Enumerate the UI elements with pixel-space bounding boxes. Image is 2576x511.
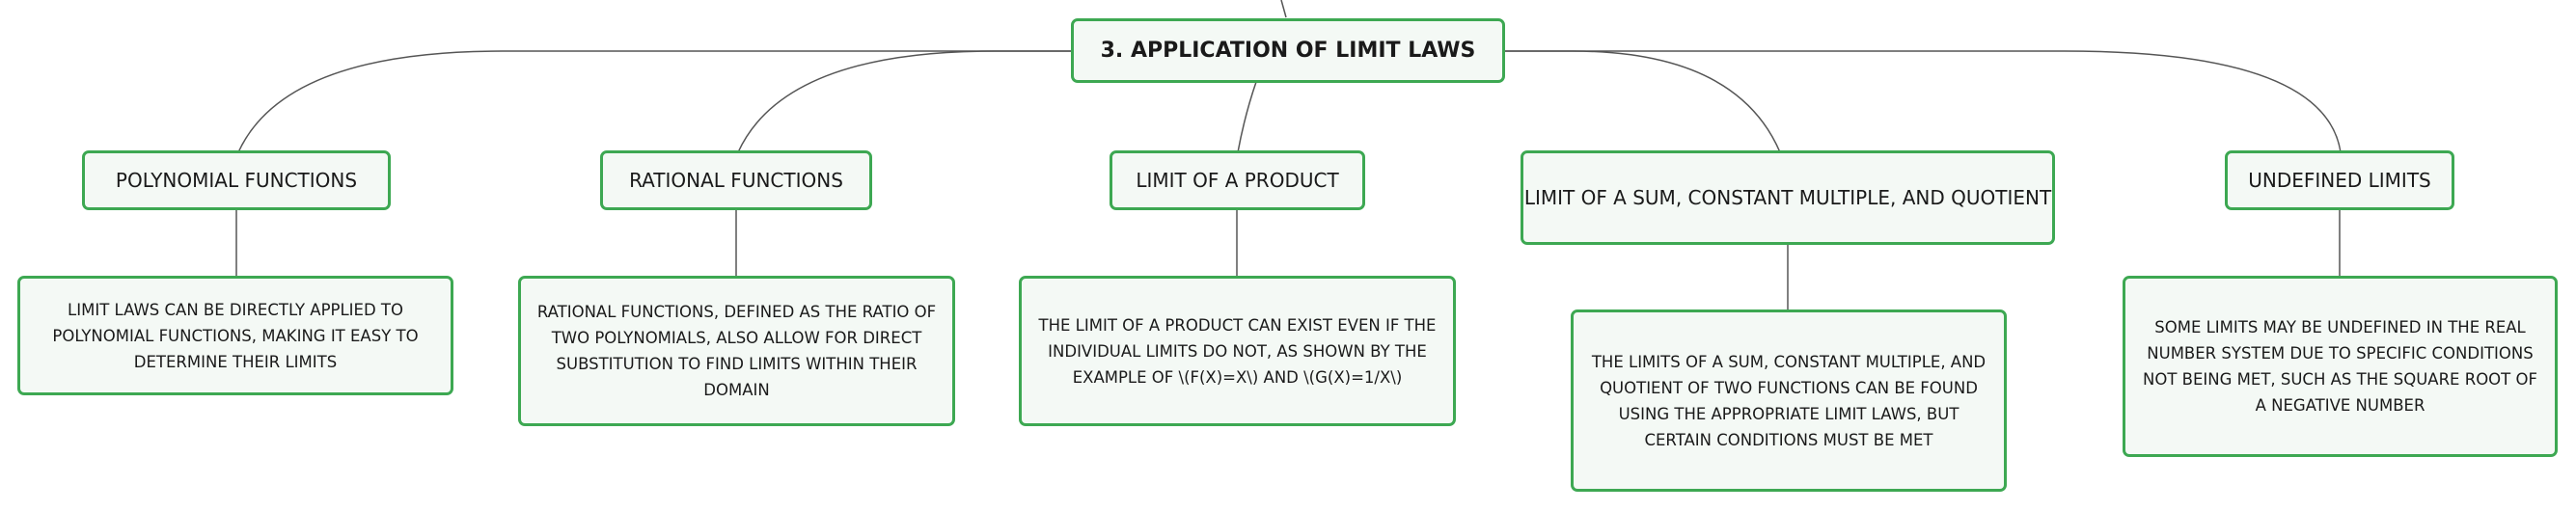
topic-polynomial-functions[interactable]: POLYNOMIAL FUNCTIONS <box>82 150 391 210</box>
topic-undefined-limits[interactable]: UNDEFINED LIMITS <box>2225 150 2454 210</box>
detail-text: LIMIT LAWS CAN BE DIRECTLY APPLIED TO PO… <box>52 300 419 371</box>
detail-text: SOME LIMITS MAY BE UNDEFINED IN THE REAL… <box>2143 318 2537 415</box>
detail-rational-functions[interactable]: RATIONAL FUNCTIONS, DEFINED AS THE RATIO… <box>518 276 955 426</box>
detail-text: THE LIMIT OF A PRODUCT CAN EXIST EVEN IF… <box>1038 315 1437 387</box>
topic-label: POLYNOMIAL FUNCTIONS <box>115 169 358 192</box>
topic-rational-functions[interactable]: RATIONAL FUNCTIONS <box>600 150 872 210</box>
detail-limit-of-a-sum[interactable]: THE LIMITS OF A SUM, CONSTANT MULTIPLE, … <box>1571 309 2007 492</box>
detail-undefined-limits[interactable]: SOME LIMITS MAY BE UNDEFINED IN THE REAL… <box>2123 276 2558 457</box>
root-node[interactable]: 3. APPLICATION OF LIMIT LAWS <box>1071 18 1505 83</box>
detail-polynomial-functions[interactable]: LIMIT LAWS CAN BE DIRECTLY APPLIED TO PO… <box>17 276 453 395</box>
connector-parent <box>1280 0 1287 18</box>
connector-root-rational <box>737 50 1073 153</box>
connector-root-sum <box>1503 50 1781 153</box>
topic-limit-of-a-product[interactable]: LIMIT OF A PRODUCT <box>1110 150 1365 210</box>
detail-text: THE LIMITS OF A SUM, CONSTANT MULTIPLE, … <box>1591 352 1987 449</box>
connector-root-polynomial <box>237 50 1073 153</box>
root-label: 3. APPLICATION OF LIMIT LAWS <box>1100 39 1476 63</box>
topic-limit-of-a-sum[interactable]: LIMIT OF A SUM, CONSTANT MULTIPLE, AND Q… <box>1521 150 2055 245</box>
connector-root-product <box>1237 81 1257 153</box>
connector-root-undefined <box>1503 50 2342 153</box>
detail-text: RATIONAL FUNCTIONS, DEFINED AS THE RATIO… <box>536 303 937 399</box>
topic-label: RATIONAL FUNCTIONS <box>629 169 843 192</box>
detail-limit-of-a-product[interactable]: THE LIMIT OF A PRODUCT CAN EXIST EVEN IF… <box>1019 276 1456 426</box>
topic-label: LIMIT OF A PRODUCT <box>1136 169 1339 192</box>
topic-label: LIMIT OF A SUM, CONSTANT MULTIPLE, AND Q… <box>1523 186 2052 209</box>
topic-label: UNDEFINED LIMITS <box>2248 169 2431 192</box>
